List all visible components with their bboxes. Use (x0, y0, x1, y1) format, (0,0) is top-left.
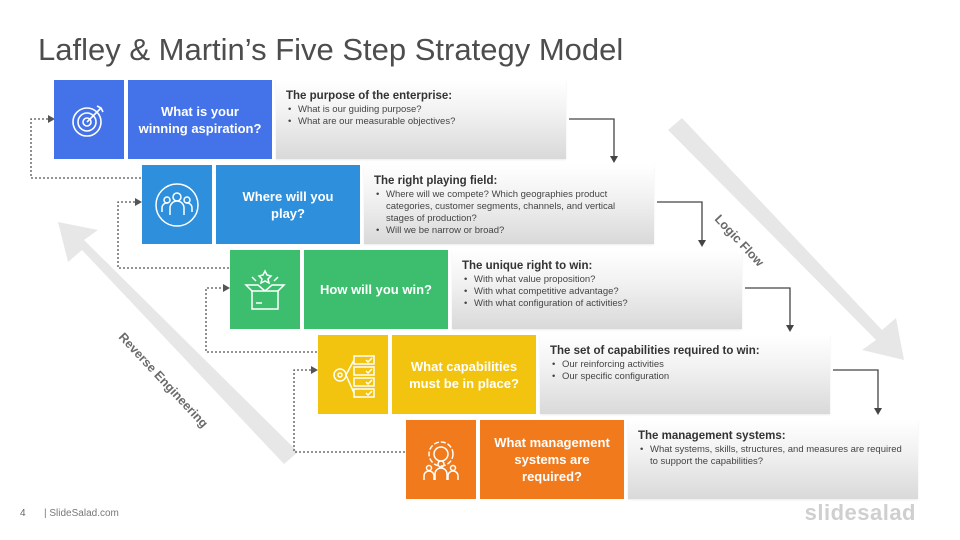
step-description: The management systems: What systems, ski… (628, 420, 918, 499)
step-heading: The right playing field: (374, 175, 498, 187)
step-bullet: With what competitive advantage? (464, 286, 732, 298)
step-heading: The purpose of the enterprise: (286, 90, 453, 102)
slide-title: Lafley & Martin’s Five Step Strategy Mod… (38, 32, 624, 67)
target-icon (54, 80, 124, 159)
step-heading: The set of capabilities required to win: (550, 345, 760, 357)
step-bullet: Will we be narrow or broad? (376, 225, 644, 237)
step-question: What is your winning aspiration? (128, 80, 272, 159)
reverse-connectors (30, 118, 405, 453)
step-heading: The unique right to win: (462, 260, 593, 272)
step-bullet: With what configuration of activities? (464, 298, 732, 310)
step-bullet-list: What systems, skills, structures, and me… (638, 444, 908, 468)
step-bullet-list: With what value proposition?With what co… (462, 274, 732, 310)
open-box-icon (230, 250, 300, 329)
forward-connectors (569, 118, 879, 410)
step-description: The purpose of the enterprise: What is ou… (276, 80, 566, 159)
step-bullet: What is our guiding purpose? (288, 104, 556, 116)
brand-logo: slidesalad (804, 500, 916, 525)
page-number: 4 (20, 508, 26, 519)
reverse-arrowheads (48, 115, 318, 374)
step-description: The right playing field: Where will we co… (364, 165, 654, 244)
gear-people-icon (406, 420, 476, 499)
step-bullet-list: Our reinforcing activitiesOur specific c… (550, 359, 820, 383)
step-bullet: Our reinforcing activities (552, 359, 820, 371)
footer-site: | SlideSalad.com (44, 508, 119, 519)
step-bullet: With what value proposition? (464, 274, 732, 286)
step-question: How will you win? (304, 250, 448, 329)
step-question: What capabilities must be in place? (392, 335, 536, 414)
step-bullet: What are our measurable objectives? (288, 116, 556, 128)
gear-checklist-icon (318, 335, 388, 414)
step-description: The unique right to win: With what value … (452, 250, 742, 329)
step-bullet: What systems, skills, structures, and me… (640, 444, 908, 468)
reverse-engineering-arrow (58, 222, 298, 464)
step-description: The set of capabilities required to win:… (540, 335, 830, 414)
logic-flow-arrow (668, 118, 904, 360)
step-bullet-list: What is our guiding purpose?What are our… (286, 104, 556, 128)
step-heading: The management systems: (638, 430, 786, 442)
step-bullet-list: Where will we compete? Which geographies… (374, 189, 644, 237)
forward-arrowheads (610, 156, 882, 415)
step-question: Where will you play? (216, 165, 360, 244)
team-icon (142, 165, 212, 244)
step-bullet: Our specific configuration (552, 371, 820, 383)
step-question: What management systems are required? (480, 420, 624, 499)
step-bullet: Where will we compete? Which geographies… (376, 189, 644, 225)
